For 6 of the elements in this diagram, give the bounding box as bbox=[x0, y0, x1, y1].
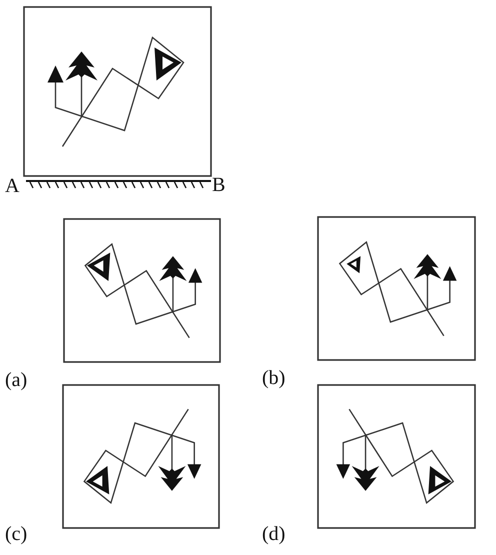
point-label: A bbox=[5, 176, 20, 196]
option-label: (a) bbox=[5, 370, 28, 390]
point-label: B bbox=[212, 175, 226, 195]
option-label: (b) bbox=[262, 368, 286, 388]
option-label: (d) bbox=[262, 524, 286, 544]
option-label: (c) bbox=[5, 524, 28, 544]
